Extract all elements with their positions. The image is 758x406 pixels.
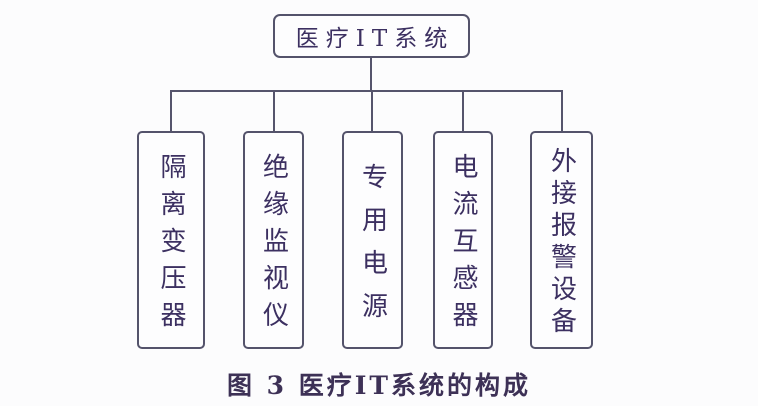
drop-line-4 xyxy=(462,91,464,133)
root-connector-line xyxy=(370,58,372,91)
drop-line-5 xyxy=(561,91,563,133)
child-node-isolation-transformer: 隔离变压器 xyxy=(137,131,205,349)
child-node-label: 隔离变压器 xyxy=(156,153,186,338)
child-node-label: 电流互感器 xyxy=(448,153,478,338)
drop-line-2 xyxy=(273,91,275,133)
drop-line-1 xyxy=(170,91,172,133)
child-node-label: 外接报警设备 xyxy=(546,147,577,339)
child-node-insulation-monitor: 绝缘监视仪 xyxy=(243,131,304,349)
child-node-external-alarm-device: 外接报警设备 xyxy=(530,131,593,349)
child-node-label: 绝缘监视仪 xyxy=(258,153,289,338)
root-node-label: 医疗IT系统 xyxy=(295,26,455,52)
child-node-current-transformer: 电流互感器 xyxy=(433,131,493,349)
drop-line-3 xyxy=(371,91,373,133)
child-node-label: 专用电源 xyxy=(357,162,388,335)
figure-caption: 图 3 医疗IT系统的构成 xyxy=(226,371,532,400)
horizontal-connector-line xyxy=(170,90,563,92)
child-node-dedicated-power-supply: 专用电源 xyxy=(342,131,403,349)
root-node-medical-it-system: 医疗IT系统 xyxy=(273,14,470,58)
